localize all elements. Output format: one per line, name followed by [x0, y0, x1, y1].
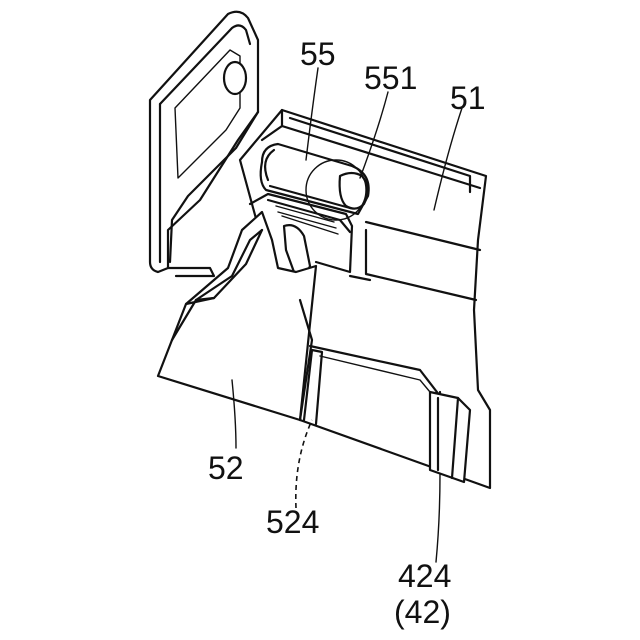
label-52: 52 — [208, 452, 244, 484]
label-424: 424 — [398, 560, 451, 592]
label-51: 51 — [450, 82, 486, 114]
mounting-hole-icon — [224, 62, 246, 94]
label-524: 524 — [266, 506, 319, 538]
label-55: 55 — [300, 38, 336, 70]
label-551: 551 — [364, 62, 417, 94]
label-42: (42) — [394, 596, 451, 628]
